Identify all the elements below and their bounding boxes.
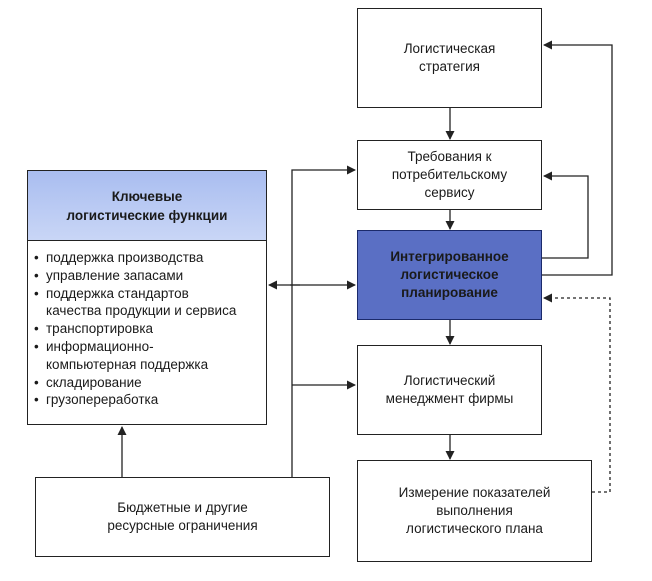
feedback-integrated-to-strategy xyxy=(542,40,613,276)
performance-measurement-label: Измерение показателей выполнения логисти… xyxy=(398,485,551,536)
integrated-logistics-planning-box: Интегрированное логистическое планирован… xyxy=(357,230,542,320)
logistics-management-box: Логистический менеджмент фирмы xyxy=(357,345,542,435)
key-function-item: грузопереработка xyxy=(34,391,266,409)
key-logistics-functions-title: Ключевые логистические функции xyxy=(66,188,228,223)
key-function-item: компьютерная поддержка xyxy=(46,356,209,372)
logistics-strategy-label: Логистическая стратегия xyxy=(403,41,496,74)
integrated-logistics-planning-label: Интегрированное логистическое планирован… xyxy=(390,249,509,300)
key-function-item: управление запасами xyxy=(34,267,266,285)
customer-service-requirements-label: Требования к потребительскому сервису xyxy=(391,149,508,200)
key-logistics-functions-box: Ключевые логистические функции поддержка… xyxy=(27,170,267,425)
budget-constraints-box: Бюджетные и другие ресурсные ограничения xyxy=(35,477,330,557)
key-function-item: транспортировка xyxy=(34,320,266,338)
logistics-strategy-box: Логистическая стратегия xyxy=(357,8,542,108)
key-function-item: поддержка стандартов xyxy=(34,285,266,303)
key-logistics-functions-header: Ключевые логистические функции xyxy=(28,171,266,241)
customer-service-requirements-box: Требования к потребительскому сервису xyxy=(357,140,542,210)
feedback-integrated-to-requirements xyxy=(542,171,589,259)
performance-measurement-box: Измерение показателей выполнения логисти… xyxy=(357,460,592,562)
branch-to-requirements xyxy=(291,165,356,477)
key-function-item: качества продукции и сервиса xyxy=(46,303,237,319)
feedback-measure-to-integrated xyxy=(543,293,611,493)
logistics-management-label: Логистический менеджмент фирмы xyxy=(385,373,514,406)
key-function-item: складирование xyxy=(34,374,266,392)
key-function-item: информационно- xyxy=(34,338,266,356)
budget-constraints-label: Бюджетные и другие ресурсные ограничения xyxy=(107,500,258,533)
key-functions-list: поддержка производствауправление запасам… xyxy=(28,241,266,409)
key-function-item: поддержка производства xyxy=(34,249,266,267)
